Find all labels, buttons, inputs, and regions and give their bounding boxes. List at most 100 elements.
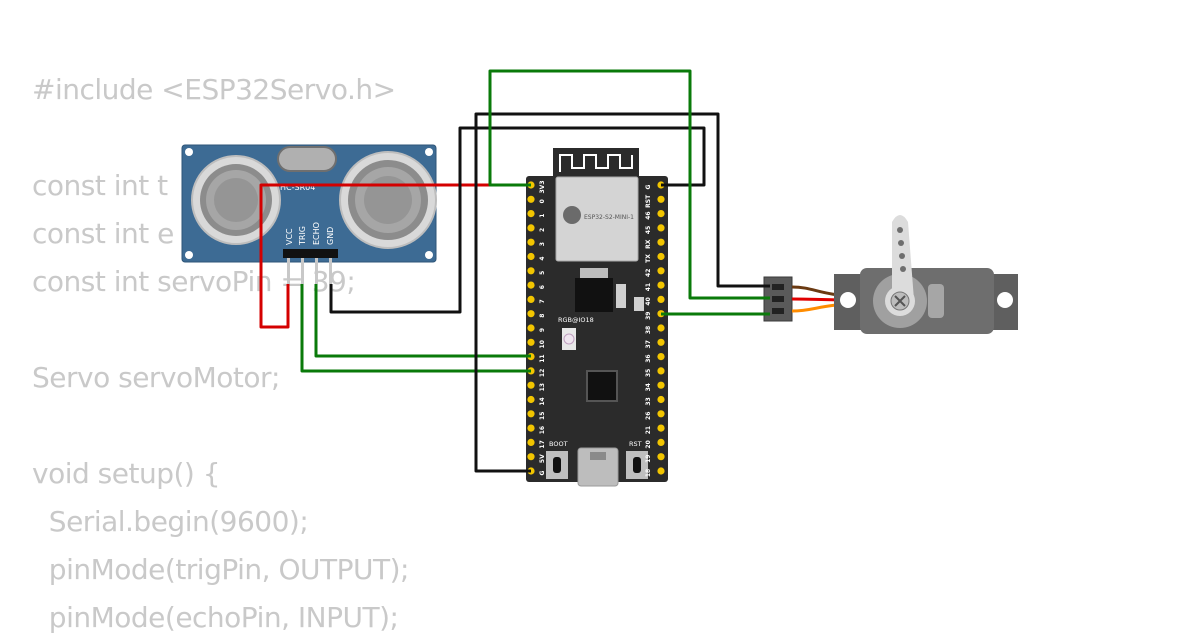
- right-pin-label: 26: [645, 412, 652, 420]
- servo-motor[interactable]: [834, 215, 1018, 334]
- right-header-pin[interactable]: [657, 338, 665, 346]
- right-header-pin[interactable]: [657, 353, 665, 361]
- left-pin-label: 13: [539, 383, 546, 391]
- left-pin-label: 5: [539, 271, 546, 275]
- esp32-module: [555, 176, 639, 262]
- right-header-pin[interactable]: [657, 224, 665, 232]
- usb-chip: [586, 370, 618, 402]
- sensor-pin-vcc[interactable]: [287, 258, 290, 284]
- right-header-pin[interactable]: [657, 295, 665, 303]
- left-header-pin[interactable]: [527, 238, 535, 246]
- code-background: #include <ESP32Servo.h> const int t const …: [32, 66, 409, 642]
- left-pin-label: 2: [539, 228, 546, 232]
- crystal-oscillator: [277, 146, 337, 172]
- left-header-pin[interactable]: [527, 281, 535, 289]
- right-pin-label: RX: [645, 239, 652, 249]
- wire-echo[interactable]: [314, 284, 531, 358]
- right-header-pin[interactable]: [657, 238, 665, 246]
- left-header-pin[interactable]: [527, 252, 535, 261]
- right-header-pin[interactable]: [657, 195, 665, 203]
- left-pin-label: 14: [539, 397, 546, 405]
- sensor-pin-gnd-label: GND: [326, 227, 335, 245]
- code-line: pinMode(echoPin, INPUT);: [32, 601, 399, 634]
- left-pin-label: 1: [539, 214, 546, 218]
- right-header-pin[interactable]: [657, 381, 665, 389]
- left-pin-label: 6: [539, 285, 546, 289]
- sensor-pin-trig-label: TRIG: [298, 226, 307, 246]
- code-line: void setup() {: [32, 457, 221, 490]
- antenna-trace: [559, 154, 633, 172]
- right-header-pin[interactable]: [657, 424, 665, 432]
- ultrasonic-sensor[interactable]: HC-SR04 VCC TRIG ECHO GND: [181, 144, 437, 284]
- esp32-board[interactable]: ESP32-S2-MINI-1 RGB@IO18 BOOT RST 3V3012…: [526, 148, 668, 487]
- right-header-pin[interactable]: [657, 410, 665, 418]
- code-line: pinMode(trigPin, OUTPUT);: [32, 553, 410, 586]
- usb-connector[interactable]: [577, 447, 619, 487]
- left-header-pin[interactable]: [527, 453, 535, 461]
- left-header-pin[interactable]: [527, 210, 535, 218]
- right-header-pin[interactable]: [657, 210, 665, 218]
- boot-button-label: BOOT: [549, 440, 568, 448]
- right-header-pin[interactable]: [657, 395, 665, 404]
- left-header-pin[interactable]: [527, 410, 535, 418]
- right-pin-label: 21: [645, 426, 652, 434]
- left-header-pin[interactable]: [527, 324, 535, 332]
- wire-gnd-servo[interactable]: [474, 112, 770, 473]
- right-header-pin[interactable]: [657, 367, 665, 375]
- code-line: const int t: [32, 169, 168, 202]
- right-header-pin[interactable]: [657, 252, 665, 261]
- wires: [259, 69, 770, 473]
- left-header-pin[interactable]: [527, 267, 535, 275]
- right-header-pin[interactable]: [657, 467, 665, 475]
- left-pin-label: 3: [539, 242, 546, 246]
- right-pin-label: 37: [645, 340, 652, 348]
- right-header-pin[interactable]: [657, 281, 665, 289]
- left-pin-label: 3V3: [539, 181, 546, 194]
- voltage-regulator: [575, 278, 613, 312]
- right-header-pin[interactable]: [657, 324, 665, 332]
- left-pin-label: 9: [539, 328, 546, 332]
- right-pin-label: 42: [645, 269, 652, 277]
- wire-trig[interactable]: [300, 284, 531, 373]
- wire-vcc[interactable]: [259, 183, 531, 329]
- left-pin-label: 10: [539, 340, 546, 348]
- left-pin-label: 4: [539, 256, 546, 260]
- right-header-pin[interactable]: [657, 267, 665, 275]
- left-header-pin[interactable]: [527, 381, 535, 389]
- wire-servo-power[interactable]: [488, 69, 770, 300]
- left-header-pin[interactable]: [527, 195, 535, 203]
- espressif-logo-icon: [563, 206, 581, 224]
- left-pin-label: 16: [539, 426, 546, 434]
- sensor-pin-gnd[interactable]: [329, 258, 332, 284]
- rgb-led-label: RGB@IO18: [558, 316, 594, 324]
- sensor-pin-echo[interactable]: [315, 258, 318, 284]
- rst-button-label: RST: [629, 440, 642, 448]
- left-pin-label: 7: [539, 299, 546, 303]
- sensor-pin-echo-label: ECHO: [312, 222, 321, 245]
- wire-gnd-sensor[interactable]: [329, 126, 706, 314]
- left-header-pin[interactable]: [527, 438, 535, 446]
- sensor-pin-trig[interactable]: [301, 258, 304, 284]
- left-pin-label: 15: [539, 412, 546, 420]
- left-header-pin[interactable]: [527, 295, 535, 303]
- right-header-pin[interactable]: [657, 438, 665, 446]
- right-pin-label: 35: [645, 369, 652, 377]
- right-pin-label: 46: [645, 211, 652, 219]
- left-header-pin[interactable]: [527, 224, 535, 232]
- right-pin-label: 20: [645, 440, 652, 448]
- right-pin-label: 36: [645, 354, 652, 362]
- left-pin-label: 8: [539, 314, 546, 318]
- left-header-pin[interactable]: [527, 338, 535, 346]
- right-pin-label: G: [645, 184, 652, 189]
- left-header-pin[interactable]: [527, 424, 535, 432]
- right-pin-label: RST: [645, 194, 652, 208]
- right-transducer: [339, 151, 437, 249]
- code-line: #include <ESP32Servo.h>: [32, 73, 396, 106]
- module-label: ESP32-S2-MINI-1: [584, 214, 634, 221]
- left-header-pin[interactable]: [527, 310, 535, 318]
- code-line: const int e: [32, 217, 174, 250]
- right-header-pin[interactable]: [657, 453, 665, 461]
- right-pin-label: 41: [645, 283, 652, 291]
- left-header-pin[interactable]: [527, 395, 535, 404]
- right-pin-label: 19: [645, 455, 652, 463]
